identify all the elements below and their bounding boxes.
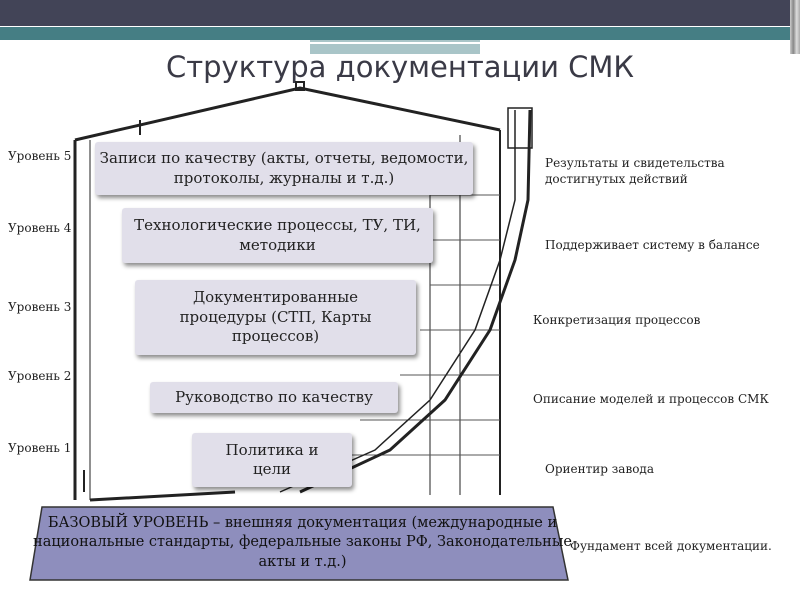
accent-line [310, 42, 483, 44]
accent-stripe [0, 27, 790, 40]
slide-edge [790, 0, 800, 54]
level-3-box: Документированные процедуры (СТП, Карты … [135, 280, 416, 355]
level-1-label: Уровень 1 [8, 441, 72, 455]
level-3-note: Конкретизация процессов [533, 313, 701, 327]
base-note: Фундамент всей документации. [570, 539, 772, 553]
page-title: Структура документации СМК [165, 50, 634, 84]
level-1-box: Политика и цели [192, 433, 352, 487]
level-1-note: Ориентир завода [545, 462, 654, 476]
level-4-label: Уровень 4 [8, 221, 72, 235]
level-4-box: Технологические процессы, ТУ, ТИ, методи… [122, 208, 433, 263]
level-2-note: Описание моделей и процессов СМК [533, 392, 769, 406]
level-4-note: Поддерживает систему в балансе [545, 238, 760, 252]
level-2-box: Руководство по качеству [150, 382, 398, 413]
level-3-label: Уровень 3 [8, 300, 72, 314]
level-5-note: Результаты и свидетельства достигнутых д… [545, 156, 725, 187]
level-5-label: Уровень 5 [8, 149, 72, 163]
header-bar [0, 0, 790, 26]
level-5-box: Записи по качеству (акты, отчеты, ведомо… [95, 142, 473, 195]
level-2-label: Уровень 2 [8, 369, 72, 383]
base-level-text: БАЗОВЫЙ УРОВЕНЬ – внешняя документация (… [33, 514, 572, 570]
base-level-shape [29, 506, 569, 581]
